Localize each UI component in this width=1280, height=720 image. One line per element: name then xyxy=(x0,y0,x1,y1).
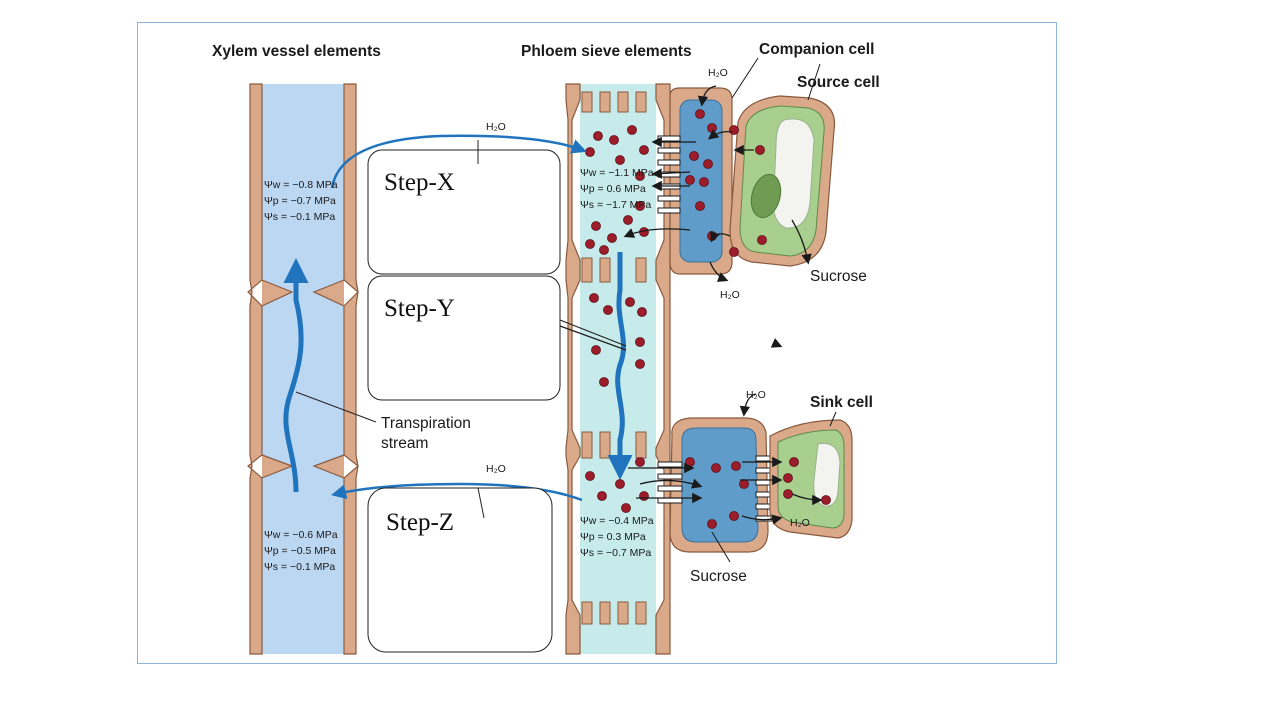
label-transpiration: Transpiration xyxy=(381,415,471,432)
source-leader xyxy=(807,63,821,101)
phloem-bottom-psi-s: Ψs = −0.7 MPa xyxy=(580,547,651,559)
label-sucrose-top: Sucrose xyxy=(810,268,867,285)
xylem-top-psi-w: Ψw = −0.8 MPa xyxy=(264,179,338,191)
phloem-left-wall xyxy=(565,83,581,655)
step-x-label: Step-X xyxy=(384,169,455,196)
water-to-xylem-arrow xyxy=(331,482,583,502)
step-y-box xyxy=(367,275,561,401)
xylem-lumen xyxy=(262,84,344,654)
companion-leader xyxy=(731,57,759,99)
heading-xylem: Xylem vessel elements xyxy=(212,43,381,60)
heading-phloem: Phloem sieve elements xyxy=(521,43,692,60)
source-cell xyxy=(729,95,836,267)
step-z-box xyxy=(367,487,553,653)
sucrose-bottom-leader xyxy=(711,531,731,563)
xylem-left-wall xyxy=(247,83,263,655)
label-h2o-6: H₂O xyxy=(790,517,810,529)
step-z-label: Step-Z xyxy=(386,509,454,536)
transpiration-arrow xyxy=(283,258,309,493)
phloem-top-psi-s: Ψs = −1.7 MPa xyxy=(580,199,651,211)
label-sucrose-bottom: Sucrose xyxy=(690,568,747,585)
label-h2o-1: H₂O xyxy=(486,121,506,133)
nucleus xyxy=(750,173,782,219)
xylem-bottom-psi-w: Ψw = −0.6 MPa xyxy=(264,529,338,541)
xylem-right-wall xyxy=(343,83,359,655)
label-h2o-3: H₂O xyxy=(708,67,728,79)
step-y-label: Step-Y xyxy=(384,295,455,322)
phloem-top-psi-w: Ψw = −1.1 MPa xyxy=(580,167,654,179)
label-h2o-5: H₂O xyxy=(746,389,766,401)
sink-cell xyxy=(769,419,853,539)
label-stream: stream xyxy=(381,435,428,452)
xylem-vessel xyxy=(247,83,359,655)
phloem-top-psi-p: Ψp = 0.6 MPa xyxy=(580,183,646,195)
heading-sink: Sink cell xyxy=(810,394,873,411)
mass-flow-arrow xyxy=(607,252,633,480)
xylem-bottom-psi-s: Ψs = −0.1 MPa xyxy=(264,561,335,573)
water-to-phloem-arrow xyxy=(330,134,587,189)
xylem-top-psi-s: Ψs = −0.1 MPa xyxy=(264,211,335,223)
phloem-bottom-psi-w: Ψw = −0.4 MPa xyxy=(580,515,654,527)
transpiration-leader xyxy=(295,391,377,423)
step-x-box xyxy=(367,149,561,275)
heading-companion: Companion cell xyxy=(759,41,874,58)
companion-cell-bottom xyxy=(657,417,779,553)
vacuole xyxy=(772,118,815,229)
transport-arrows xyxy=(623,85,823,525)
label-h2o-4: H₂O xyxy=(720,289,740,301)
heading-source: Source cell xyxy=(797,74,880,91)
label-h2o-2: H₂O xyxy=(486,463,506,475)
phloem-right-wall xyxy=(655,83,671,655)
xylem-bottom-psi-p: Ψp = −0.5 MPa xyxy=(264,545,336,557)
sink-leader xyxy=(829,411,837,427)
xylem-top-psi-p: Ψp = −0.7 MPa xyxy=(264,195,336,207)
phloem-bottom-psi-p: Ψp = 0.3 MPa xyxy=(580,531,646,543)
